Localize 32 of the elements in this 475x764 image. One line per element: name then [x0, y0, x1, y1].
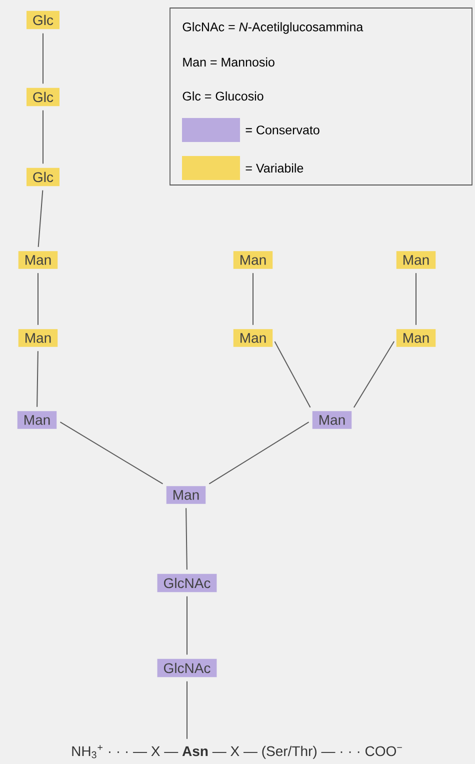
sugar-box: Man: [166, 486, 206, 504]
sugar-box: Man: [18, 251, 58, 269]
peptide-sequence: NH$_{3}$$^{+}$ · · · — X — Asn — X — (Ser/Thr) — · · · COO$^{−}$: [72, 745, 402, 759]
sugar-box: GlcNAc: [157, 574, 217, 592]
legend-text: Glc = Glucosio: [182, 91, 264, 101]
legend-text: = Conservato: [246, 126, 320, 134]
sugar-box: Man: [233, 329, 273, 347]
connector-line: [186, 596, 188, 656]
connector-line: [274, 341, 311, 408]
sugar-box: Man: [17, 411, 57, 429]
connector-line: [208, 422, 310, 484]
connector-line: [252, 272, 254, 326]
connector-line: [42, 32, 44, 84]
connector-line: [42, 110, 44, 164]
sugar-box: Glc: [26, 168, 60, 186]
connector-line: [186, 508, 188, 570]
sugar-box: Glc: [26, 88, 60, 106]
connector-line: [38, 190, 44, 248]
sugar-box: Man: [312, 411, 352, 429]
sugar-box: Man: [18, 329, 58, 347]
connector-line: [353, 340, 395, 408]
sugar-box: GlcNAc: [157, 658, 217, 678]
connector-line: [186, 680, 188, 740]
sugar-box: Man: [396, 251, 436, 269]
legend-text: = Variabile: [246, 163, 304, 173]
sugar-box: Man: [233, 251, 273, 269]
connector-line: [60, 422, 164, 484]
sugar-box: Glc: [26, 10, 60, 30]
legend-text: GlcNAc = N-Acetilglucosammina: [182, 22, 364, 34]
legend-text: Man = Mannosio: [183, 57, 274, 67]
connector-line: [36, 350, 38, 408]
sugar-box: Man: [396, 329, 436, 347]
